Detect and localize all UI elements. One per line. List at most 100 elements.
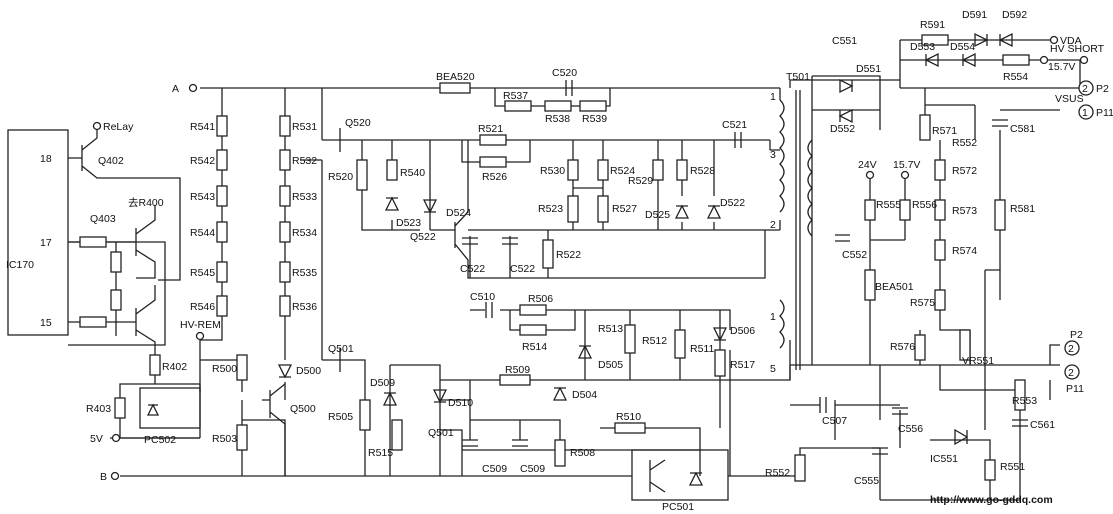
label-d591: D591 — [962, 9, 987, 21]
label-pc501: PC501 — [662, 501, 694, 513]
port-p2-top-num: 2 — [1082, 83, 1088, 95]
t501-pin-1b: 1 — [770, 311, 776, 323]
node-to-r400: 去R400 — [128, 197, 164, 209]
label-d554: D554 — [950, 41, 975, 53]
label-r540: R540 — [400, 167, 425, 179]
label-r517: R517 — [730, 359, 755, 371]
node-relay: ReLay — [103, 121, 134, 133]
label-r576: R576 — [890, 341, 915, 353]
label-d553: D553 — [910, 41, 935, 53]
label-d552: D552 — [830, 123, 855, 135]
label-c510: C510 — [470, 291, 495, 303]
label-c522b: C522 — [510, 263, 535, 275]
label-r534: R534 — [292, 227, 317, 239]
label-r539: R539 — [582, 113, 607, 125]
label-q403: Q403 — [90, 213, 116, 225]
label-r556: R556 — [912, 199, 937, 211]
label-r515: R515 — [368, 447, 393, 459]
pc501-box — [631, 449, 729, 501]
label-r591: R591 — [920, 19, 945, 31]
label-c522: C522 — [460, 263, 485, 275]
node-15v7: 15.7V — [893, 159, 920, 171]
port-p2-bot-num: 2 — [1068, 343, 1074, 355]
label-r533: R533 — [292, 191, 317, 203]
label-r526: R526 — [482, 171, 507, 183]
label-r553: R553 — [1012, 395, 1037, 407]
port-p11-top-num: 1 — [1082, 107, 1088, 119]
label-d510: D510 — [448, 397, 473, 409]
label-r505: R505 — [328, 411, 353, 423]
wires — [7, 39, 1081, 501]
label-bea520: BEA520 — [436, 71, 475, 83]
label-r546: R546 — [190, 301, 215, 313]
transformer-t501 — [779, 90, 813, 370]
label-r531: R531 — [292, 121, 317, 133]
label-c551: C551 — [832, 35, 857, 47]
label-c509b: C509 — [520, 463, 545, 475]
label-r508: R508 — [570, 447, 595, 459]
label-r581: R581 — [1010, 203, 1035, 215]
label-c509: C509 — [482, 463, 507, 475]
label-r523: R523 — [538, 203, 563, 215]
label-r503: R503 — [212, 433, 237, 445]
label-q522: Q522 — [410, 231, 436, 243]
label-q501: Q501 — [328, 343, 354, 355]
label-bea501: BEA501 — [875, 281, 914, 293]
port-p11-bot-label: P11 — [1066, 383, 1084, 395]
label-r509: R509 — [505, 364, 530, 376]
t501-pin-1: 1 — [770, 91, 776, 103]
node-5v: 5V — [90, 433, 103, 445]
label-r511: R511 — [690, 343, 714, 355]
label-d523: D523 — [396, 217, 421, 229]
label-r571: R571 — [932, 125, 957, 137]
label-d592: D592 — [1002, 9, 1027, 21]
label-r535: R535 — [292, 267, 317, 279]
t501-pin-5: 5 — [770, 363, 776, 375]
label-r513: R513 — [598, 323, 623, 335]
label-r530: R530 — [540, 165, 565, 177]
label-r544: R544 — [190, 227, 215, 239]
label-r521: R521 — [478, 123, 503, 135]
label-r574: R574 — [952, 245, 977, 257]
label-d506: D506 — [730, 325, 755, 337]
ic170-box — [7, 129, 69, 336]
label-ic551: IC551 — [930, 453, 958, 465]
port-p11-top-label: P11 — [1096, 107, 1113, 119]
label-vr551: VR551 — [962, 355, 994, 367]
label-r545: R545 — [190, 267, 215, 279]
label-r542: R542 — [190, 155, 215, 167]
label-c561: C561 — [1030, 419, 1055, 431]
label-r541: R541 — [190, 121, 215, 133]
label-r403: R403 — [86, 403, 111, 415]
label-r536: R536 — [292, 301, 317, 313]
node-hv-short: HV SHORT — [1050, 43, 1105, 55]
label-q500: Q500 — [290, 403, 316, 415]
label-d551: D551 — [856, 63, 881, 75]
label-pc502: PC502 — [144, 434, 176, 446]
label-q501b: Q501 — [428, 427, 454, 439]
t501-pin-2: 2 — [770, 219, 776, 231]
pin-17: 17 — [40, 237, 52, 249]
ic-label: IC170 — [6, 259, 34, 271]
pin-18: 18 — [40, 153, 52, 165]
label-d522: D522 — [720, 197, 745, 209]
label-d525: D525 — [645, 209, 670, 221]
labels: IC170 18 17 15 A B ReLay 5V HV-REM 去R400… — [6, 9, 1113, 513]
label-r500: R500 — [212, 363, 237, 375]
label-r552: R552 — [952, 137, 977, 149]
node-vsus: VSUS — [1055, 93, 1084, 105]
port-p11-bot-num: 2 — [1068, 367, 1074, 379]
label-r528: R528 — [690, 165, 715, 177]
label-r527: R527 — [612, 203, 637, 215]
watermark-url: http://www.go-gddq.com — [930, 494, 1053, 506]
label-c581: C581 — [1010, 123, 1035, 135]
label-c520: C520 — [552, 67, 577, 79]
label-r543: R543 — [190, 191, 215, 203]
terminal-circles — [92, 35, 1094, 481]
label-c507: C507 — [822, 415, 847, 427]
label-c552: C552 — [842, 249, 867, 261]
port-p2-top-label: P2 — [1096, 83, 1109, 95]
label-r520: R520 — [328, 171, 353, 183]
label-r514: R514 — [522, 341, 547, 353]
